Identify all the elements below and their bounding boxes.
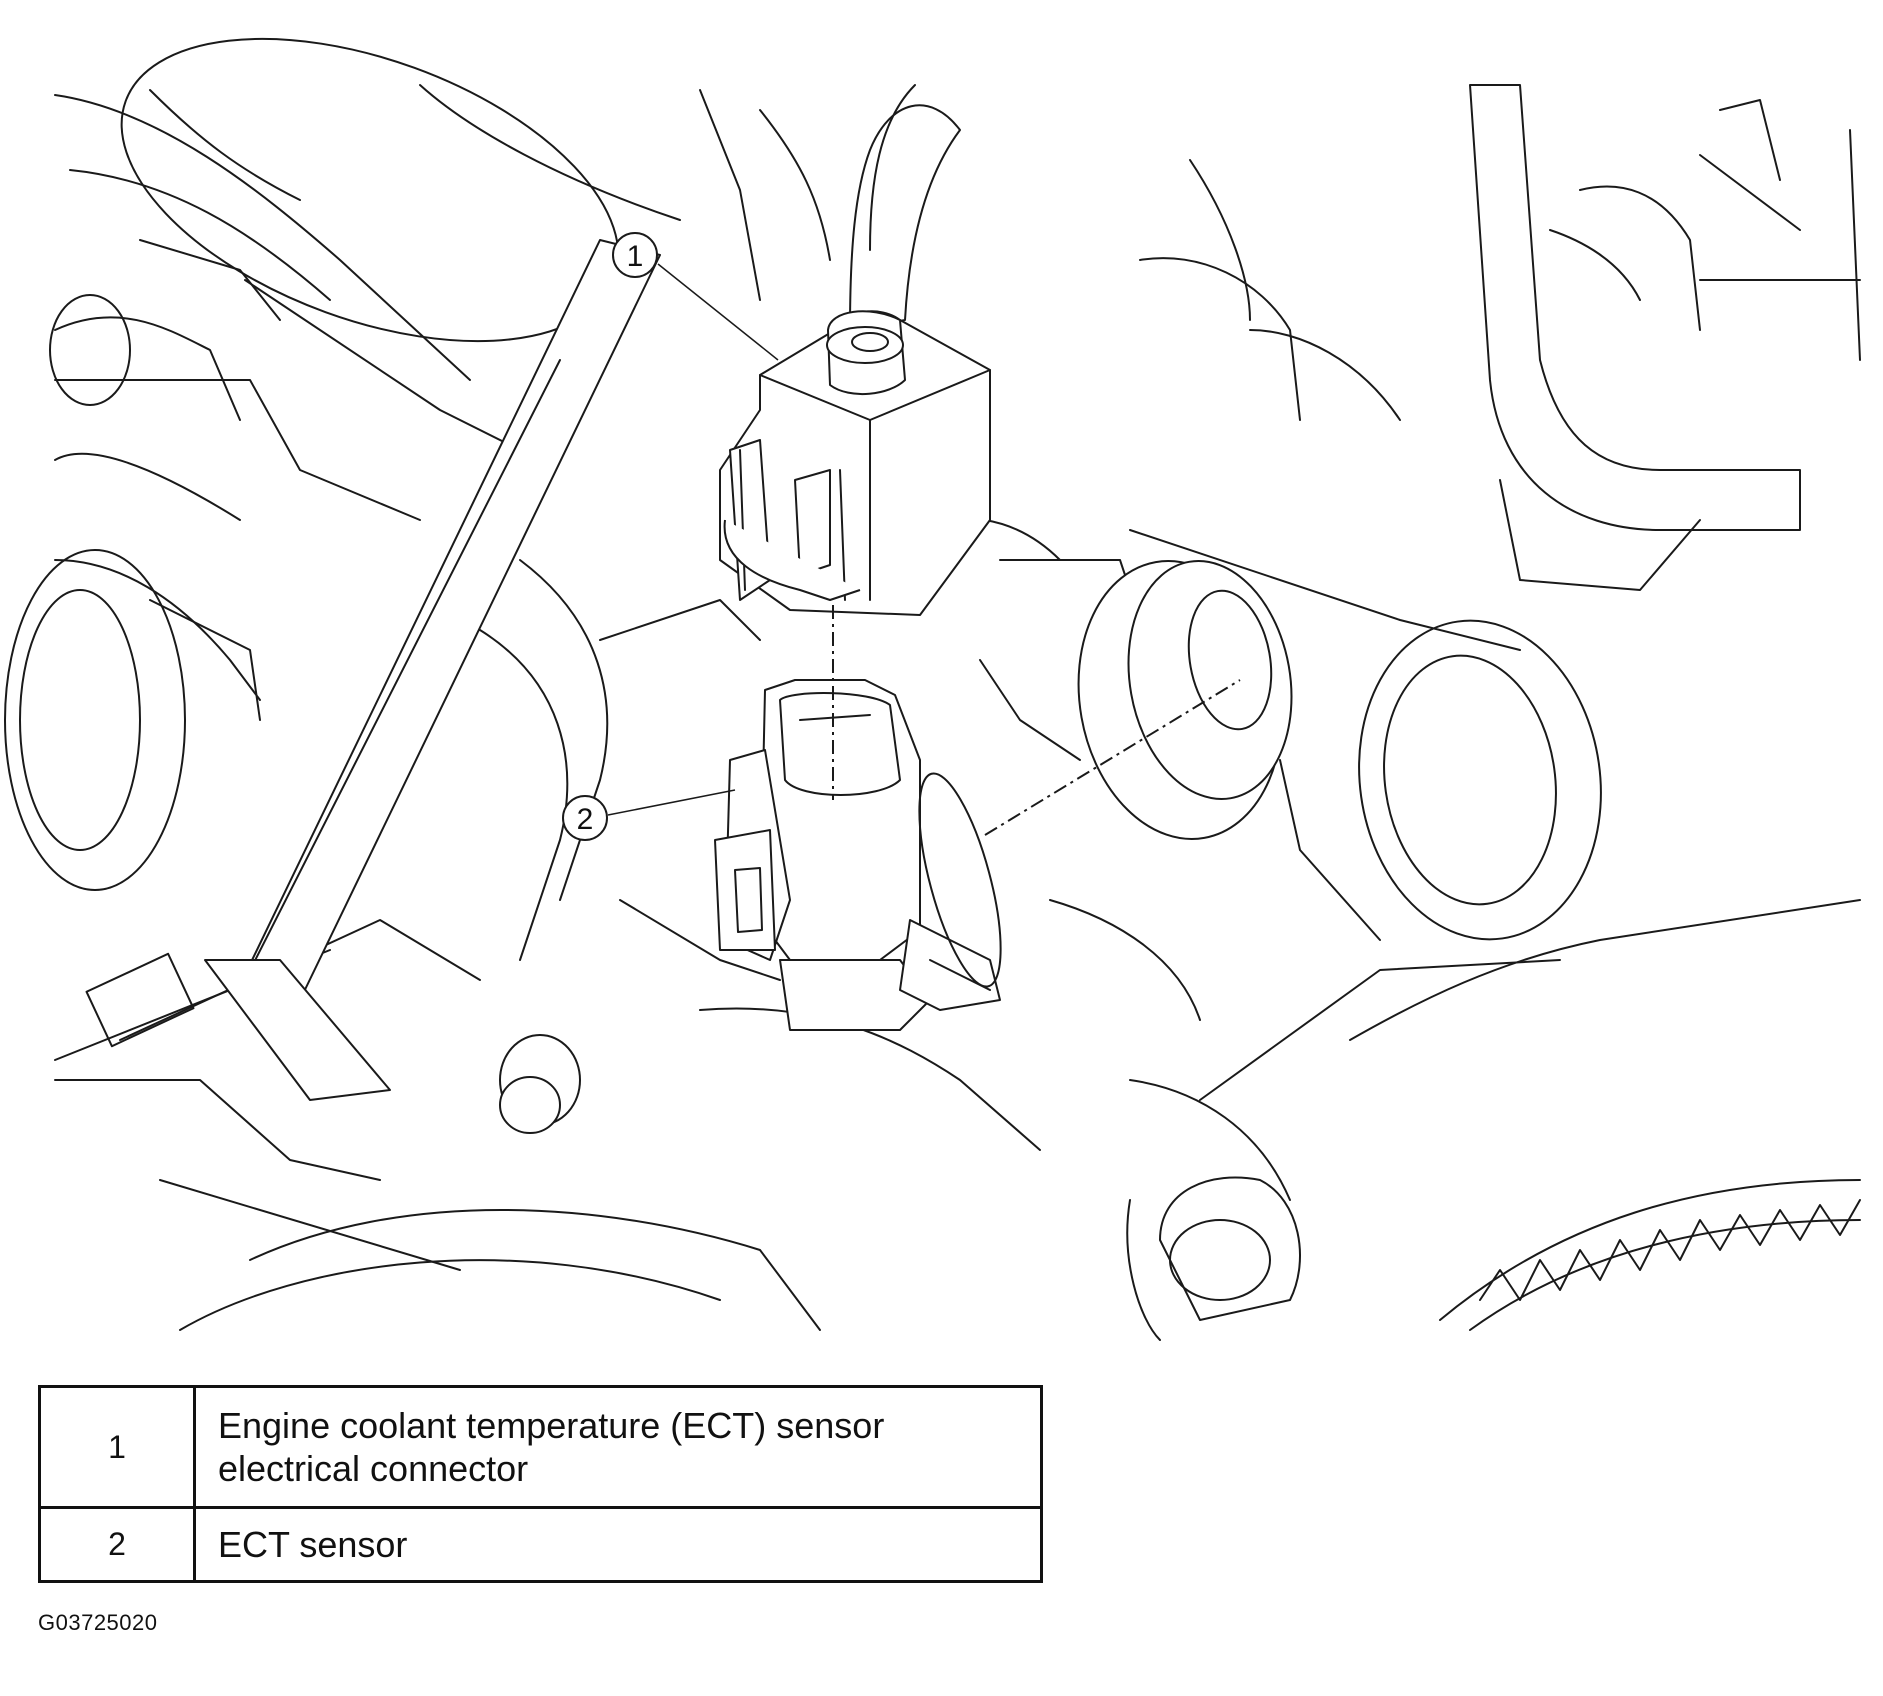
ect-sensor (714, 679, 1002, 1031)
alignment-lines (832, 605, 1241, 836)
ect-electrical-connector (719, 310, 991, 616)
callout-2-number: 2 (577, 803, 594, 836)
legend-row: 2 ECT sensor (41, 1509, 1040, 1580)
callout-2: 2 (562, 789, 736, 841)
callout-1: 1 (612, 232, 779, 361)
figure-code: G03725020 (38, 1610, 158, 1635)
legend-row: 1 Engine coolant temperature (ECT) senso… (41, 1388, 1040, 1509)
engine-illustration: 1 2 (4, 37, 1861, 1341)
legend-description: ECT sensor (218, 1523, 408, 1565)
callout-1-number: 1 (627, 240, 644, 273)
legend-number: 2 (41, 1509, 196, 1580)
legend-table: 1 Engine coolant temperature (ECT) senso… (38, 1385, 1043, 1583)
engine-background-lines (4, 37, 1861, 1341)
legend-number: 1 (41, 1388, 196, 1506)
legend-description: Engine coolant temperature (ECT) sensor … (218, 1404, 885, 1489)
